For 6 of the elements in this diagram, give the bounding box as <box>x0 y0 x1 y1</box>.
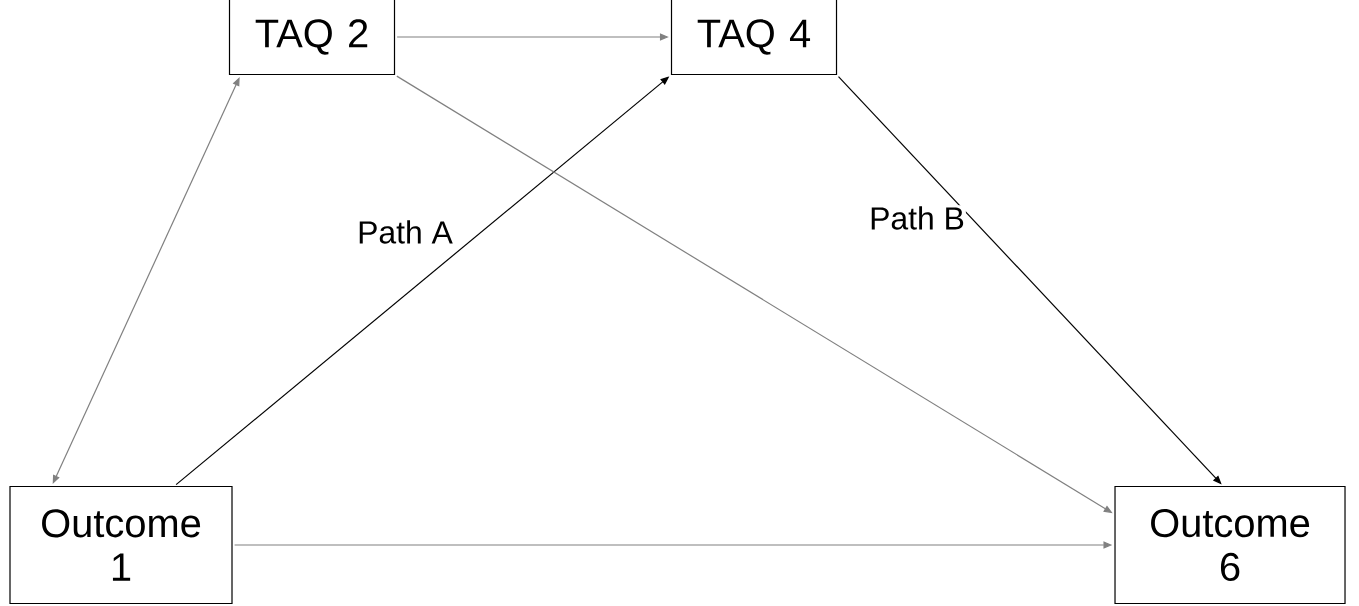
text-box: Outcome 1 <box>9 485 233 605</box>
text-box: TAQ 2 <box>228 0 396 76</box>
edge-label: Path B <box>868 205 966 231</box>
edge-label: Path A <box>356 219 454 245</box>
text-box: TAQ 4 <box>670 0 838 76</box>
text-box: Outcome 6 <box>1114 485 1346 605</box>
